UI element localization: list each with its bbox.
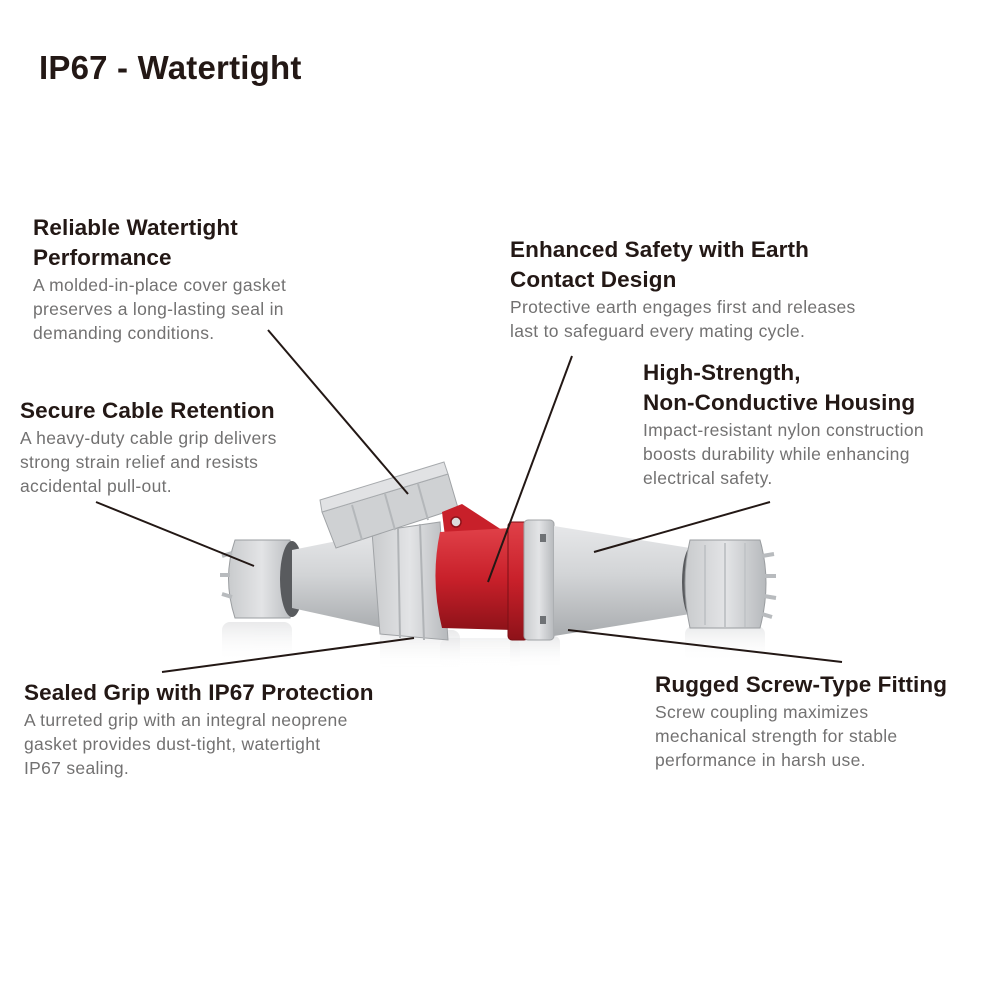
leader-housing [593,501,771,553]
callout-heading: Enhanced Safety with Earth Contact Desig… [510,237,809,292]
callout-heading: Rugged Screw-Type Fitting [655,672,948,697]
callout-sealed-grip: Sealed Grip with IP67 Protection A turre… [24,678,424,780]
leader-screw [567,629,843,663]
callout-body: Screw coupling maximizes mechanical stre… [655,702,898,770]
callout-body: Impact-resistant nylon construction boos… [643,420,924,488]
page-title: IP67 - Watertight [39,49,302,86]
callout-heading: Secure Cable Retention [20,398,275,423]
callout-heading: Reliable Watertight Performance [33,215,238,270]
leader-retention [95,501,255,567]
callout-body: A turreted grip with an integral neopren… [24,710,348,778]
callout-watertight-performance: Reliable Watertight Performance A molded… [33,213,353,345]
leader-earth [487,355,573,583]
leader-lines [95,329,843,673]
callout-body: A molded-in-place cover gasket preserves… [33,275,287,343]
callout-earth-contact: Enhanced Safety with Earth Contact Desig… [510,235,930,343]
callout-screw-fitting: Rugged Screw-Type Fitting Screw coupling… [655,670,995,772]
callout-body: Protective earth engages first and relea… [510,297,856,341]
leader-watertight [267,329,409,495]
callout-heading: High-Strength, Non-Conductive Housing [643,360,916,415]
left-cable-grip [220,539,304,619]
callout-non-conductive-housing: High-Strength, Non-Conductive Housing Im… [643,358,993,490]
callout-body: A heavy-duty cable grip delivers strong … [20,428,277,496]
callout-heading: Sealed Grip with IP67 Protection [24,680,374,705]
flip-cover [319,461,459,549]
leader-sealed [161,637,415,673]
callout-cable-retention: Secure Cable Retention A heavy-duty cabl… [20,396,340,498]
right-cable-grip [682,539,777,629]
